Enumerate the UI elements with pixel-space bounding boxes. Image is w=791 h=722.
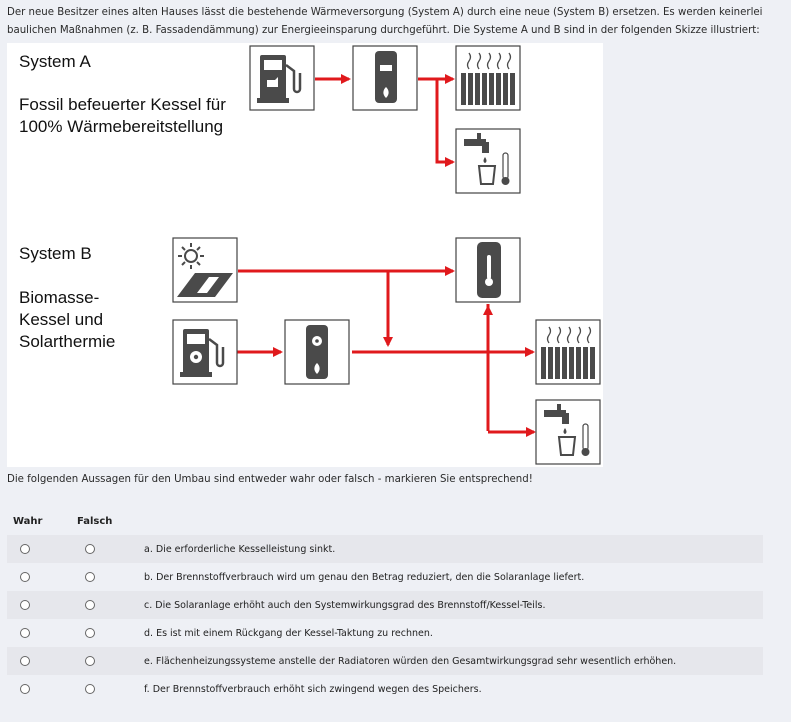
system-a-arrows xyxy=(315,74,455,167)
statement-label: b. Der Brennstoffverbrauch wird um genau… xyxy=(144,572,585,583)
system-b-arrows xyxy=(237,266,536,437)
statement-row: c. Die Solaranlage erhöht auch den Syste… xyxy=(7,591,763,619)
radiator-icon xyxy=(455,45,521,111)
radio-false-c[interactable] xyxy=(85,600,95,610)
diagram-svg xyxy=(172,45,601,465)
statement-row: d. Es ist mit einem Rückgang der Kessel-… xyxy=(7,619,763,647)
radio-true-a[interactable] xyxy=(20,544,30,554)
intro-text: Der neue Besitzer eines alten Hauses läs… xyxy=(7,7,763,36)
storage-tank-icon xyxy=(455,237,521,303)
statement-label: d. Es ist mit einem Rückgang der Kessel-… xyxy=(144,628,433,639)
statement-row: a. Die erforderliche Kesselleistung sink… xyxy=(7,535,763,563)
system-b-description: Biomasse- Kessel und Solarthermie xyxy=(19,288,116,351)
column-header-false: Falsch xyxy=(77,516,113,527)
statement-row: b. Der Brennstoffverbrauch wird um genau… xyxy=(7,563,763,591)
radio-true-e[interactable] xyxy=(20,656,30,666)
radio-false-a[interactable] xyxy=(85,544,95,554)
solar-collector-icon xyxy=(172,237,238,303)
biomass-boiler-icon xyxy=(284,319,350,385)
system-a-description: Fossil befeuerter Kessel für 100% Wärmeb… xyxy=(19,95,226,136)
statement-list: a. Die erforderliche Kesselleistung sink… xyxy=(7,535,763,703)
statement-label: f. Der Brennstoffverbrauch erhöht sich z… xyxy=(144,684,482,695)
tap-water-icon xyxy=(455,128,521,194)
column-header-true: Wahr xyxy=(13,516,43,527)
radio-true-b[interactable] xyxy=(20,572,30,582)
radio-true-c[interactable] xyxy=(20,600,30,610)
statement-label: e. Flächenheizungssysteme anstelle der R… xyxy=(144,656,677,667)
radio-false-e[interactable] xyxy=(85,656,95,666)
radio-true-d[interactable] xyxy=(20,628,30,638)
radio-false-d[interactable] xyxy=(85,628,95,638)
statement-label: c. Die Solaranlage erhöht auch den Syste… xyxy=(144,600,546,611)
radio-true-f[interactable] xyxy=(20,684,30,694)
system-b-title: System B xyxy=(19,244,92,263)
fuel-pump-icon xyxy=(249,45,315,111)
biomass-pump-icon xyxy=(172,319,238,385)
system-a-title: System A xyxy=(19,52,91,71)
question-text: Die folgenden Aussagen für den Umbau sin… xyxy=(7,474,533,485)
boiler-icon xyxy=(352,45,418,111)
system-diagram: System A Fossil befeuerter Kessel für 10… xyxy=(7,43,603,467)
statement-row: e. Flächenheizungssysteme anstelle der R… xyxy=(7,647,763,675)
statement-label: a. Die erforderliche Kesselleistung sink… xyxy=(144,544,336,555)
radio-false-b[interactable] xyxy=(85,572,95,582)
radiator-icon-b xyxy=(535,319,601,385)
tap-water-icon-b xyxy=(535,399,601,465)
radio-false-f[interactable] xyxy=(85,684,95,694)
statement-row: f. Der Brennstoffverbrauch erhöht sich z… xyxy=(7,675,763,703)
